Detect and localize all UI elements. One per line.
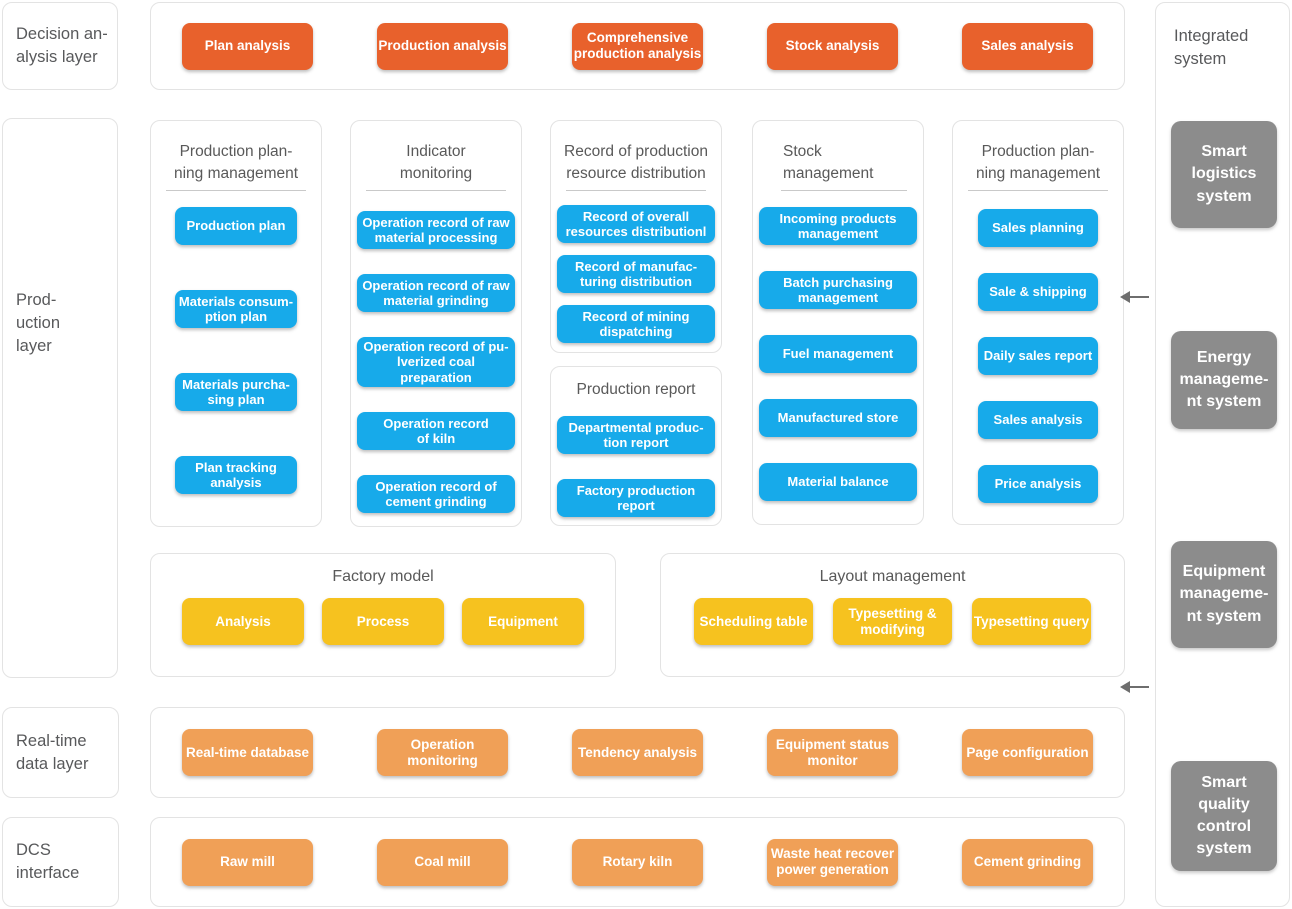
stock-management-panel: Stock management Incoming products manag…: [752, 120, 924, 525]
indicator-monitoring-title: Indicator monitoring: [399, 143, 473, 182]
indicator-monitoring-button-list: Operation record of raw material process…: [357, 211, 515, 513]
layer-box-production: Prod- uction layer: [2, 118, 118, 678]
production-planning-management-title: Production plan- ning management: [173, 143, 299, 182]
typesetting-modifying-button[interactable]: Typesetting & modifying: [833, 598, 952, 645]
dcs-interface-label: DCS interface: [16, 841, 80, 882]
coal-mill-button[interactable]: Coal mill: [377, 838, 508, 886]
sales-analysis-module-button[interactable]: Sales analysis: [978, 401, 1098, 439]
integrated-system-panel: Integrated system Smart logistics system…: [1155, 2, 1290, 907]
factory-model-title: Factory model: [332, 568, 434, 585]
sales-management-title: Production plan- ning management: [975, 143, 1101, 182]
realtime-data-layer-label: Real-time data layer: [16, 731, 89, 773]
operation-record-raw-material-grinding-button[interactable]: Operation record of raw material grindin…: [357, 274, 515, 312]
smart-quality-control-system-box[interactable]: Smart quality control system: [1171, 761, 1277, 871]
layout-management-panel: Layout management Scheduling table Types…: [660, 553, 1125, 677]
left-arrow-icon: [1120, 681, 1149, 693]
operation-record-of-kiln-button[interactable]: Operation record of kiln: [357, 411, 515, 450]
realtime-database-button[interactable]: Real-time database: [182, 729, 313, 776]
operation-monitoring-button[interactable]: Operation monitoring: [377, 729, 508, 776]
decision-analysis-layer-label: Decision an- alysis layer: [16, 25, 108, 66]
layer-box-realtime-data: Real-time data layer: [2, 707, 119, 798]
record-production-resource-distribution-title: Record of production resource distributi…: [564, 143, 708, 182]
resource-distribution-button-list: Record of overall resources distribution…: [557, 205, 715, 343]
factory-model-button-row: Analysis Process Equipment: [182, 598, 584, 645]
stock-analysis-button[interactable]: Stock analysis: [767, 22, 898, 70]
production-report-title: Production report: [576, 381, 696, 398]
layout-management-title: Layout management: [819, 568, 966, 585]
equipment-button[interactable]: Equipment: [462, 598, 584, 645]
record-production-resource-distribution-panel: Record of production resource distributi…: [550, 120, 722, 353]
page-configuration-button[interactable]: Page configuration: [962, 729, 1093, 776]
incoming-products-management-button[interactable]: Incoming products management: [759, 207, 917, 245]
operation-record-raw-material-processing-button[interactable]: Operation record of raw material process…: [357, 211, 515, 249]
cement-grinding-button[interactable]: Cement grinding: [962, 838, 1093, 886]
tendency-analysis-button[interactable]: Tendency analysis: [572, 729, 703, 776]
title-divider: [781, 190, 907, 191]
typesetting-query-button[interactable]: Typesetting query: [972, 598, 1091, 645]
production-report-panel: Production report Departmental produc- t…: [550, 366, 722, 526]
layer-box-decision-analysis: Decision an- alysis layer: [2, 2, 118, 90]
materials-consumption-plan-button[interactable]: Materials consum- ption plan: [175, 290, 297, 328]
production-analysis-button[interactable]: Production analysis: [377, 22, 508, 70]
dcs-interface-panel: Raw mill Coal mill Rotary kiln Waste hea…: [150, 817, 1125, 907]
equipment-management-system-box[interactable]: Equipment manageme- nt system: [1171, 541, 1277, 648]
stock-management-title: Stock management: [783, 143, 874, 182]
title-divider: [366, 190, 506, 191]
layer-box-dcs-interface: DCS interface: [2, 817, 119, 907]
production-report-button-list: Departmental produc- tion report Factory…: [557, 416, 715, 517]
smart-logistics-system-box[interactable]: Smart logistics system: [1171, 121, 1277, 228]
process-button[interactable]: Process: [322, 598, 444, 645]
fuel-management-button[interactable]: Fuel management: [759, 335, 917, 373]
production-layer-label: Prod- uction layer: [16, 291, 61, 355]
equipment-status-monitor-button[interactable]: Equipment status monitor: [767, 729, 898, 776]
material-balance-button[interactable]: Material balance: [759, 463, 917, 501]
production-plan-button[interactable]: Production plan: [175, 207, 297, 245]
materials-purchasing-plan-button[interactable]: Materials purcha- sing plan: [175, 373, 297, 411]
title-divider: [566, 190, 706, 191]
sales-button-list: Sales planning Sale & shipping Daily sal…: [978, 209, 1098, 503]
operation-record-pulverized-coal-preparation-button[interactable]: Operation record of pu- lverized coal pr…: [357, 337, 515, 387]
record-manufacturing-distribution-button[interactable]: Record of manufac- turing distribution: [557, 255, 715, 293]
production-planning-button-list: Production plan Materials consum- ption …: [175, 207, 297, 494]
integrated-system-title: Integrated system: [1174, 27, 1249, 69]
analysis-button[interactable]: Analysis: [182, 598, 304, 645]
sale-and-shipping-button[interactable]: Sale & shipping: [978, 273, 1098, 311]
scheduling-table-button[interactable]: Scheduling table: [694, 598, 813, 645]
layout-management-button-row: Scheduling table Typesetting & modifying…: [694, 598, 1091, 645]
stock-management-button-list: Incoming products management Batch purch…: [759, 207, 917, 501]
record-mining-dispatching-button[interactable]: Record of mining dispatching: [557, 305, 715, 343]
left-arrow-icon: [1120, 291, 1149, 303]
plan-tracking-analysis-button[interactable]: Plan tracking analysis: [175, 456, 297, 494]
title-divider: [968, 190, 1108, 191]
factory-model-panel: Factory model Analysis Process Equipment: [150, 553, 616, 677]
manufactured-store-button[interactable]: Manufactured store: [759, 399, 917, 437]
factory-production-report-button[interactable]: Factory production report: [557, 479, 715, 517]
record-overall-resources-distribution-button[interactable]: Record of overall resources distribution…: [557, 205, 715, 243]
realtime-data-panel: Real-time database Operation monitoring …: [150, 707, 1125, 798]
departmental-production-report-button[interactable]: Departmental produc- tion report: [557, 416, 715, 454]
sales-analysis-button[interactable]: Sales analysis: [962, 22, 1093, 70]
price-analysis-button[interactable]: Price analysis: [978, 465, 1098, 503]
energy-management-system-box[interactable]: Energy manageme- nt system: [1171, 331, 1277, 429]
batch-purchasing-management-button[interactable]: Batch purchasing management: [759, 271, 917, 309]
indicator-monitoring-panel: Indicator monitoring Operation record of…: [350, 120, 522, 527]
plan-analysis-button[interactable]: Plan analysis: [182, 22, 313, 70]
title-divider: [166, 190, 306, 191]
sales-management-panel: Production plan- ning management Sales p…: [952, 120, 1124, 525]
waste-heat-recover-power-generation-button[interactable]: Waste heat recover power generation: [767, 838, 898, 886]
production-planning-management-panel: Production plan- ning management Product…: [150, 120, 322, 527]
rotary-kiln-button[interactable]: Rotary kiln: [572, 838, 703, 886]
daily-sales-report-button[interactable]: Daily sales report: [978, 337, 1098, 375]
decision-analysis-panel: Plan analysis Production analysis Compre…: [150, 2, 1125, 90]
operation-record-cement-grinding-button[interactable]: Operation record of cement grinding: [357, 474, 515, 513]
comprehensive-production-analysis-button[interactable]: Comprehensive production analysis: [572, 22, 703, 70]
sales-planning-button[interactable]: Sales planning: [978, 209, 1098, 247]
raw-mill-button[interactable]: Raw mill: [182, 838, 313, 886]
